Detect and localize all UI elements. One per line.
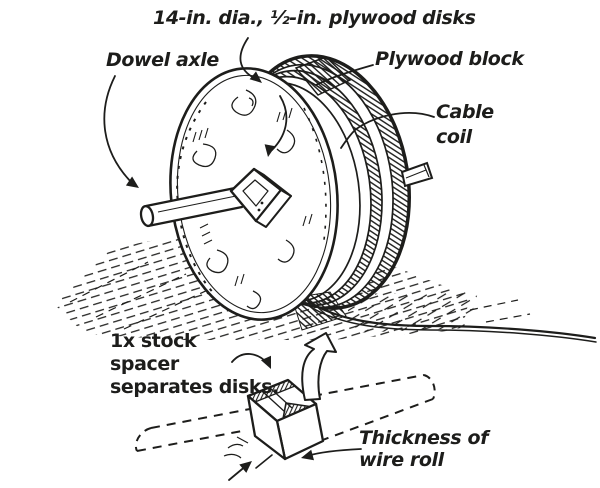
- label-disks-title: 14-in. dia., ½-in. plywood disks: [153, 7, 476, 29]
- label-dowel-axle: Dowel axle: [106, 49, 219, 71]
- leader-dowel-axle: [103, 75, 134, 185]
- arrowhead: [249, 71, 262, 83]
- leader-title-rear-disk: [271, 95, 288, 151]
- label-plywood-block: Plywood block: [375, 48, 524, 70]
- hub-plywood-block: [229, 167, 292, 228]
- top-spacer-block: [294, 56, 352, 96]
- arrowhead: [239, 461, 252, 473]
- arrowhead: [261, 355, 271, 369]
- rear-axle-stub: [400, 161, 434, 188]
- dowel-axle-drawing: [139, 185, 244, 228]
- leader-cable-coil: [340, 112, 435, 149]
- trailing-cable: [306, 299, 597, 343]
- arrowhead: [125, 176, 139, 188]
- dashed-dowel-detail: [134, 374, 436, 452]
- wood-grain: [192, 89, 296, 310]
- spacer-block-detail: [223, 378, 325, 461]
- arrowhead: [301, 449, 314, 461]
- leader-lines: [103, 37, 435, 481]
- label-spacer-note: 1x stock spacer separates disks.: [110, 330, 279, 398]
- label-cable-coil: Cable coil: [436, 101, 494, 148]
- disk-shading: [176, 101, 327, 297]
- up-arrow: [301, 332, 337, 401]
- leader-plywood-block: [315, 64, 374, 86]
- label-thickness: Thickness of wire roll: [359, 427, 489, 471]
- dimension-tick: [255, 454, 273, 469]
- leader-thickness: [306, 448, 362, 457]
- arrowhead: [264, 144, 276, 157]
